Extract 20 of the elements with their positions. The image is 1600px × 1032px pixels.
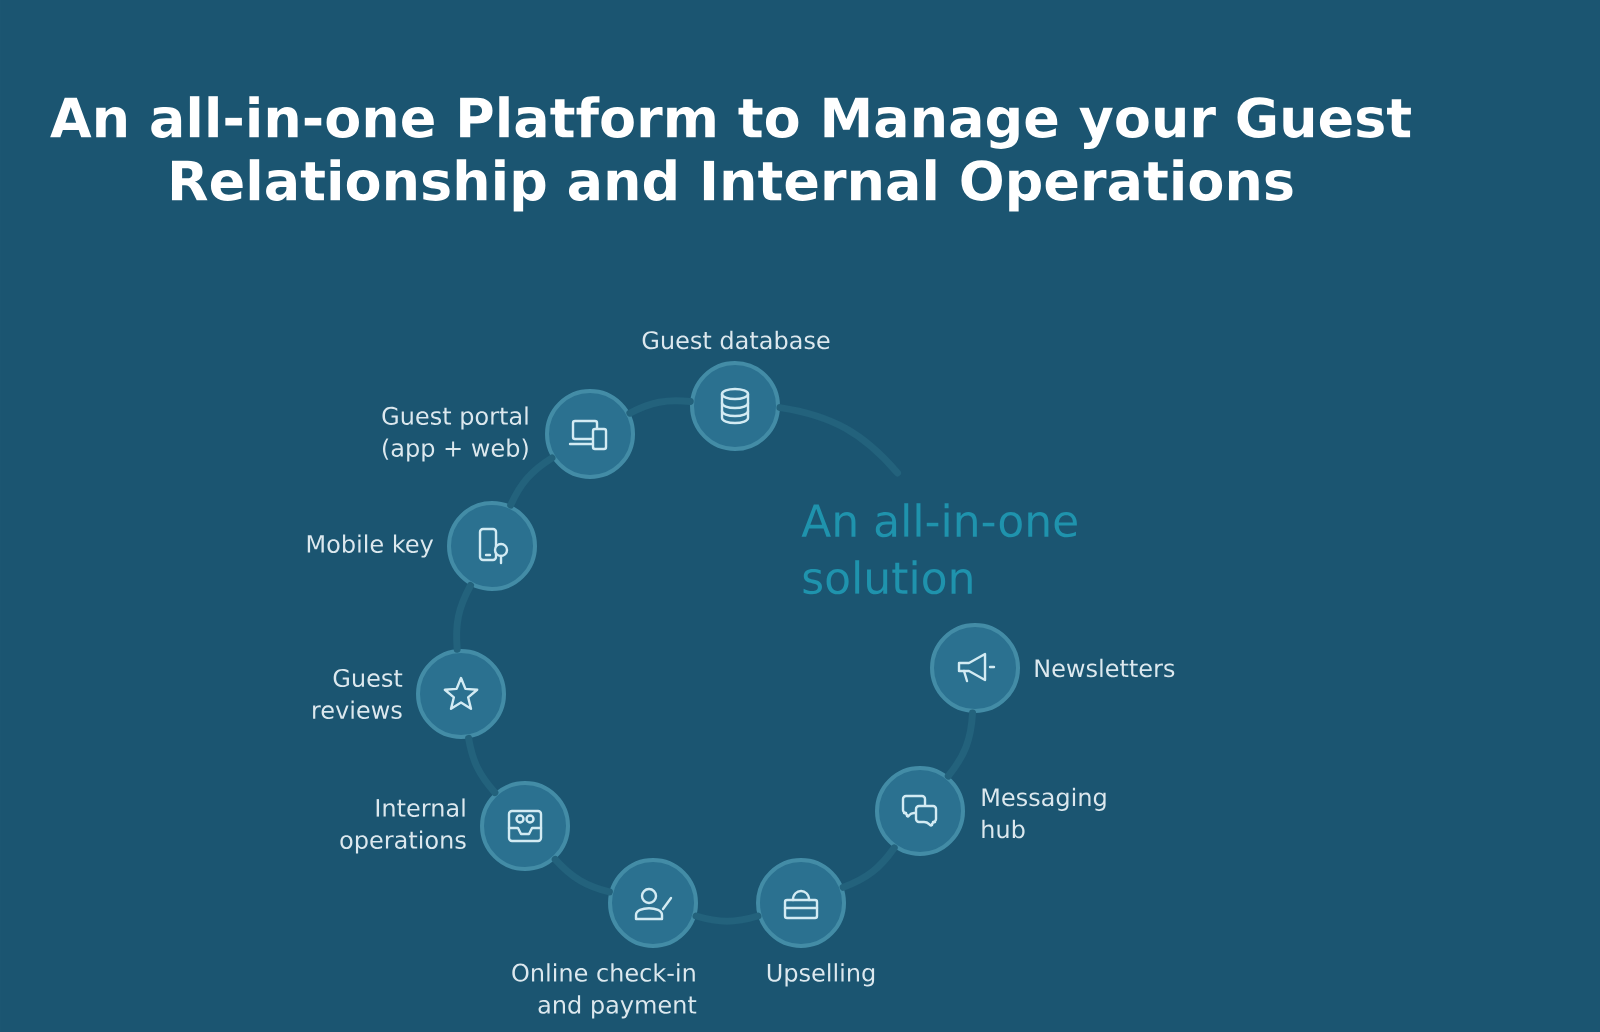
feature-label: Guest database (642, 330, 830, 350)
feature-label: Guest reviews (313, 668, 403, 720)
ring-line (692, 912, 762, 925)
ring-line (507, 454, 556, 509)
title: An all-in-one Platform to Manage your Guest Relationship and Internal Operations (50, 96, 1411, 212)
ring-line (465, 734, 499, 797)
feature-label: Messaging hub (982, 787, 1106, 839)
ring-line (626, 397, 694, 417)
heading-text: An all-in-one solution (801, 503, 1077, 595)
ring-line (453, 582, 474, 653)
feature-label: Online check-in and payment (512, 963, 697, 1019)
ring-line (944, 709, 977, 780)
feature-label: Mobile key (307, 534, 434, 558)
feature-label: Upselling (767, 963, 875, 987)
ring-line (551, 855, 613, 896)
ring-line (839, 844, 898, 891)
feature-label: Internal operations (340, 798, 466, 854)
feature-label: Guest portal (app + web) (382, 406, 528, 462)
feature-label: Newsletters (1035, 658, 1175, 678)
ring-line (776, 404, 902, 477)
